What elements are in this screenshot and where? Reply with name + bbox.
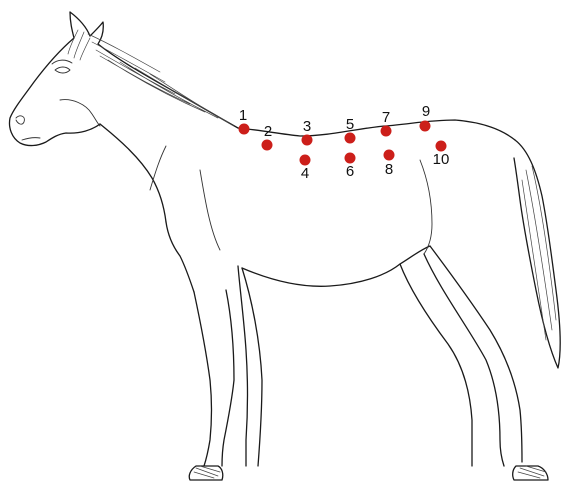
horse-hip bbox=[420, 160, 432, 254]
horse-foreleg-back bbox=[238, 266, 262, 466]
marker-label-1: 1 bbox=[239, 107, 247, 124]
horse-illustration bbox=[9, 12, 560, 480]
horse-mouth bbox=[22, 138, 40, 140]
horse-hind-hoof bbox=[513, 466, 548, 480]
marker-label-8: 8 bbox=[385, 161, 393, 178]
horse-eye-brow bbox=[52, 60, 72, 64]
marker-dot-5 bbox=[345, 133, 356, 144]
marker-dot-9 bbox=[420, 121, 431, 132]
marker-dot-4 bbox=[300, 155, 311, 166]
horse-head-outline bbox=[9, 12, 238, 146]
marker-dot-3 bbox=[302, 135, 313, 146]
marker-dot-8 bbox=[384, 150, 395, 161]
marker-dot-7 bbox=[381, 126, 392, 137]
horse-mane bbox=[88, 34, 234, 126]
horse-topline bbox=[238, 120, 515, 140]
horse-hindleg-near bbox=[424, 246, 522, 466]
marker-label-10: 10 bbox=[433, 151, 450, 168]
marker-label-5: 5 bbox=[346, 116, 354, 133]
horse-eye bbox=[55, 67, 70, 73]
horse-belly bbox=[242, 246, 430, 286]
marker-label-3: 3 bbox=[303, 118, 311, 135]
horse-nostril bbox=[16, 116, 24, 124]
marker-dot-2 bbox=[262, 140, 273, 151]
marker-label-6: 6 bbox=[346, 163, 354, 180]
marker-dot-10 bbox=[436, 141, 447, 152]
horse-forelock bbox=[68, 30, 90, 60]
marker-label-7: 7 bbox=[382, 109, 390, 126]
marker-label-4: 4 bbox=[301, 165, 309, 182]
marker-label-2: 2 bbox=[264, 123, 272, 140]
marker-group: 12 3 4 5 6 7 8 9 10 bbox=[239, 103, 450, 182]
horse-hindleg-far bbox=[400, 264, 472, 466]
horse-chest bbox=[166, 222, 194, 292]
marker-dot-1 bbox=[239, 124, 250, 135]
horse-front-hoof-hatch bbox=[194, 466, 220, 478]
marker-dot-6 bbox=[345, 153, 356, 164]
marker-label-9: 9 bbox=[422, 103, 430, 120]
horse-jaw bbox=[60, 100, 100, 126]
horse-foreleg-front bbox=[194, 290, 234, 466]
horse-neck-underside bbox=[100, 124, 166, 222]
horse-tail bbox=[514, 140, 560, 368]
